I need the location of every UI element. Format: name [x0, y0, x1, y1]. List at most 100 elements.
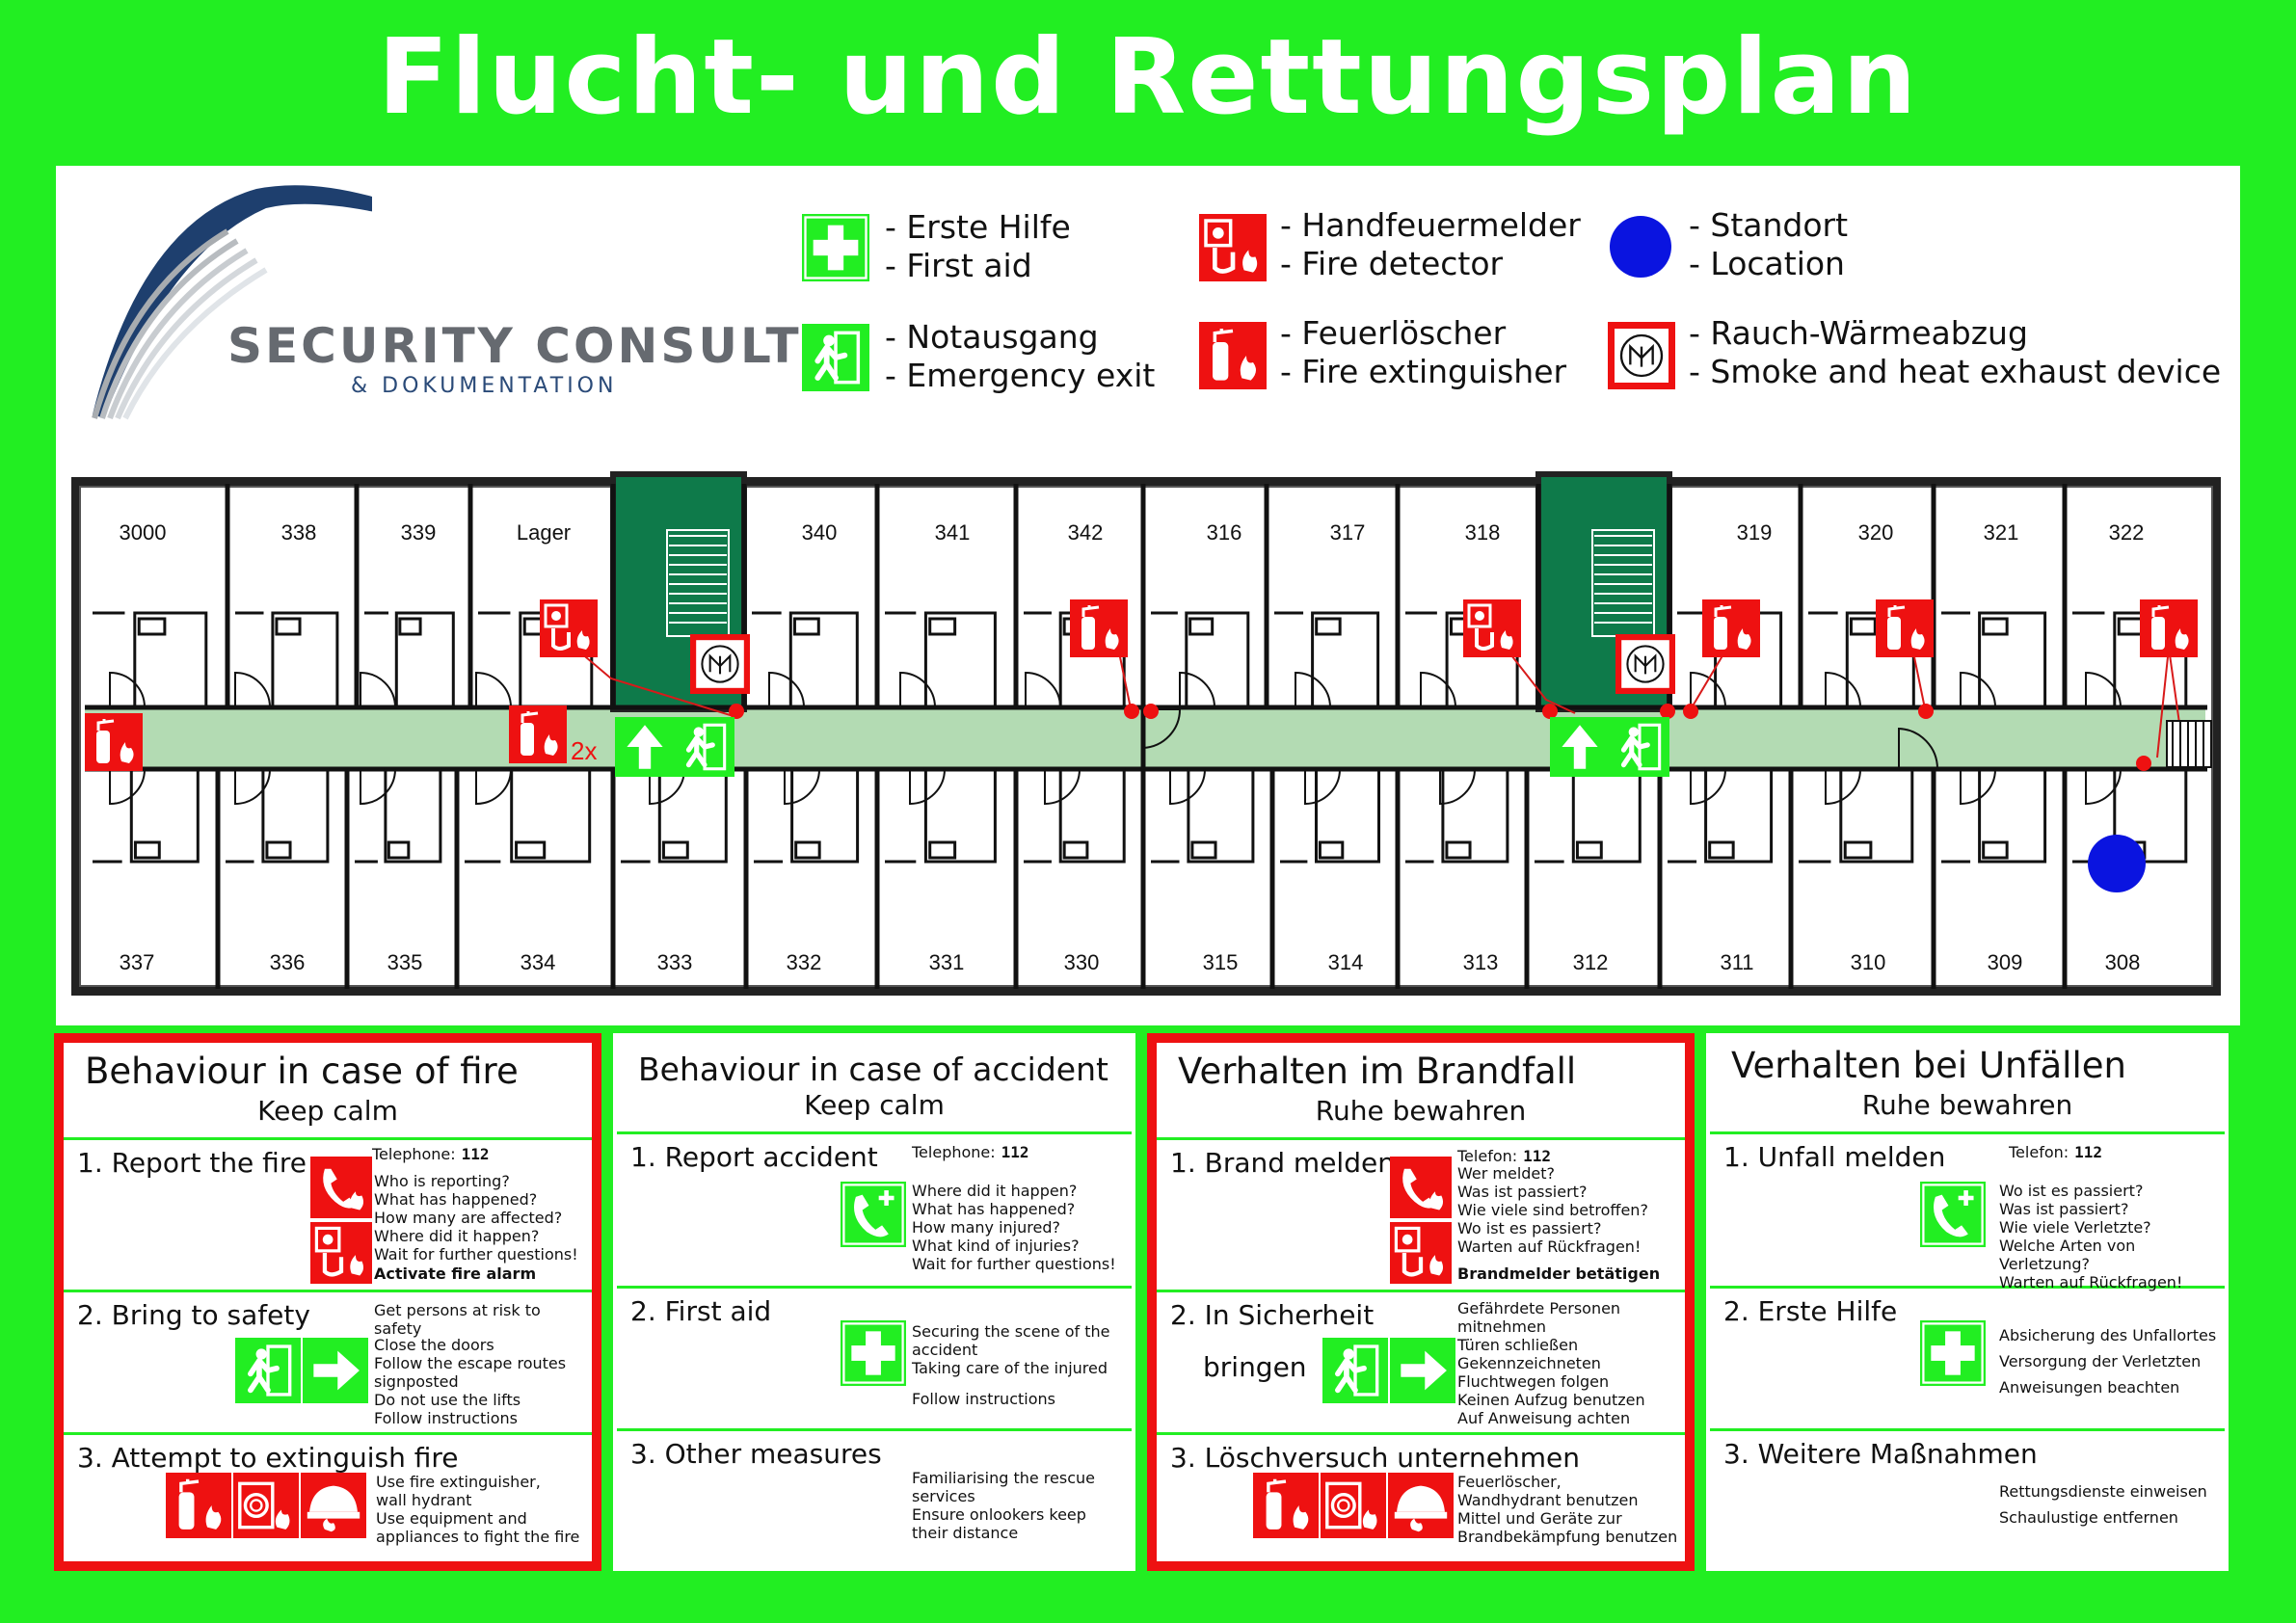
fire-extinguisher-icon: [2140, 599, 2198, 657]
room-label: 333: [657, 950, 693, 974]
room-label: 322: [2109, 520, 2145, 545]
smoke-heat-exhaust-icon: [690, 634, 750, 694]
room-label: 337: [120, 950, 155, 974]
room-label: 312: [1573, 950, 1609, 974]
emergency-exit-icon: [1610, 717, 1669, 777]
section-title: 1. Unfall melden: [1723, 1141, 1946, 1173]
wall-hydrant-icon: [1321, 1473, 1386, 1538]
room-label: 315: [1203, 950, 1239, 974]
panel-section: 3. Weitere Maßnahmen Rettungsdienste ein…: [1723, 1438, 2207, 1527]
section-title: 3. Löschversuch unternehmen: [1170, 1442, 1580, 1474]
legend-location: - Standort- Location: [1689, 206, 1849, 282]
wall-hydrant-icon: [233, 1473, 299, 1538]
panel-title: Verhalten bei Unfällen: [1731, 1045, 2126, 1086]
panel-subtitle: Keep calm: [257, 1095, 398, 1127]
section-title: 3. Other measures: [630, 1438, 882, 1470]
smoke-heat-exhaust-icon: [1615, 634, 1675, 694]
fire-extinguisher-icon: [1199, 322, 1267, 389]
section-title: 2. First aid: [630, 1295, 772, 1327]
phone-icon: [310, 1157, 372, 1218]
panel-title: Behaviour in case of accident: [638, 1051, 1108, 1088]
room-label: 310: [1851, 950, 1886, 974]
plan-title: Flucht- und Rettungsplan: [377, 17, 1919, 138]
emergency-exit-icon: [235, 1338, 301, 1403]
section-title: 1. Brand melden: [1170, 1147, 1395, 1179]
fire-alarm-icon: [1463, 599, 1521, 657]
section-title: 2. Erste Hilfe: [1723, 1295, 1898, 1327]
room-label: 335: [387, 950, 423, 974]
company-logo: SECURITY CONSULT & DOKUMENTATION: [83, 183, 799, 424]
fire-alarm-icon: [540, 599, 598, 657]
panel-section: 2. In Sicherheit bringen Gefährdete Pers…: [1157, 1290, 1685, 1435]
panel-subtitle: Ruhe bewahren: [1861, 1089, 2073, 1121]
route-markers: [729, 704, 2151, 771]
fire-alarm-icon: [1199, 214, 1267, 281]
room-label: 332: [787, 950, 822, 974]
room-label: 313: [1463, 950, 1499, 974]
fire-extinguisher-icon: [85, 713, 143, 771]
room-label: 317: [1330, 520, 1366, 545]
panel-section: 2. Erste Hilfe Absicherung des Unfallort…: [1710, 1286, 2225, 1431]
panel-title: Verhalten im Brandfall: [1178, 1051, 1577, 1092]
first-aid-icon: [841, 1320, 906, 1386]
fire-extinguisher-icon: [166, 1473, 231, 1538]
firefighting-equipment-icon: [301, 1473, 366, 1538]
panel-section: 3. Attempt to extinguish fire Use fire e…: [77, 1442, 580, 1546]
room-label: 321: [1984, 520, 2019, 545]
room-label: 330: [1064, 950, 1100, 974]
section-title: 2. In Sicherheit: [1170, 1299, 1375, 1331]
room-label: 341: [935, 520, 971, 545]
room-label: 320: [1858, 520, 1894, 545]
fire-extinguisher-icon: [509, 705, 567, 763]
panel-section: 3. Löschversuch unternehmen Feuerlöscher…: [1170, 1442, 1678, 1546]
panel-section: 1. Brand melden Telefon:112 Wer meldet? …: [1157, 1137, 1685, 1292]
smoke-heat-exhaust-icon: [1608, 322, 1675, 389]
section-title: 3. Weitere Maßnahmen: [1723, 1438, 2038, 1470]
firefighting-equipment-icon: [1388, 1473, 1454, 1538]
panel-section: 2. First aid Securing the scene of the a…: [617, 1286, 1132, 1431]
section-title: 2. Bring to safety: [77, 1299, 310, 1331]
section-title: 3. Attempt to extinguish fire: [77, 1442, 459, 1474]
fire-extinguisher-icon: [1253, 1473, 1319, 1538]
legend-smoke-heat-exhaust: - Rauch-Wärmeabzug- Smoke and heat exhau…: [1689, 314, 2222, 390]
room-label: 331: [929, 950, 965, 974]
room-label: 314: [1328, 950, 1364, 974]
room-label: 309: [1988, 950, 2023, 974]
phone-icon: [1390, 1157, 1452, 1218]
first-aid-icon: [1920, 1320, 1986, 1386]
fire-alarm-icon: [310, 1222, 372, 1284]
room-label: 319: [1737, 520, 1773, 545]
panel-title: Behaviour in case of fire: [85, 1051, 519, 1092]
legend-emergency-exit: - Notausgang- Emergency exit: [885, 318, 1156, 394]
room-label: Lager: [517, 520, 571, 545]
room-label: 339: [401, 520, 437, 545]
arrow-right-icon: [303, 1338, 368, 1403]
fire-alarm-icon: [1390, 1222, 1452, 1284]
room-label: 336: [270, 950, 306, 974]
legend-fire-detector: - Handfeuermelder- Fire detector: [1280, 206, 1581, 282]
fire-extinguisher-icon: [1876, 599, 1934, 657]
panel-section: 1. Unfall melden Telefon:112 Wo ist es p…: [1710, 1131, 2225, 1291]
logo-subname: & DOKUMENTATION: [351, 374, 618, 398]
room-label: 316: [1207, 520, 1242, 545]
section-title: 1. Report the fire: [77, 1147, 307, 1179]
panel-section: 3. Other measures Familiarising the resc…: [630, 1438, 1095, 1542]
phone-icon: [1920, 1182, 1986, 1247]
panel-section: 1. Report accident Telephone:112 Where d…: [617, 1131, 1132, 1289]
emergency-exit-icon: [802, 324, 869, 391]
room-label: 308: [2105, 950, 2141, 974]
fire-extinguisher-icon: [1702, 599, 1760, 657]
location-dot-icon: [1610, 216, 1671, 278]
panel-subtitle: Ruhe bewahren: [1315, 1095, 1527, 1127]
emergency-exit-icon: [1322, 1338, 1388, 1403]
extinguisher-count-label: 2x: [571, 736, 597, 765]
room-label: 311: [1720, 950, 1753, 974]
room-label: 334: [521, 950, 556, 974]
room-label: 3000: [120, 520, 167, 545]
phone-icon: [841, 1182, 906, 1247]
emergency-exit-icon: [675, 717, 734, 777]
